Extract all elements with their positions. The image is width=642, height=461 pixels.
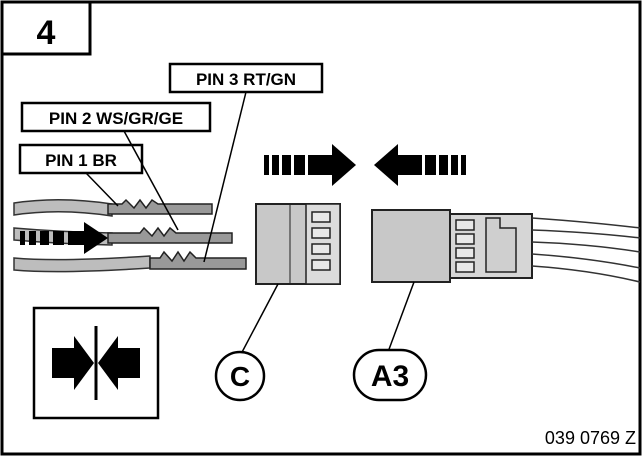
callout-c: C bbox=[214, 350, 266, 402]
callout-a3-text: A3 bbox=[371, 360, 409, 393]
output-wires bbox=[531, 217, 641, 283]
figure-number-box: 4 bbox=[0, 0, 92, 56]
insert-arrow-icon bbox=[20, 222, 108, 254]
leader-pin-3 bbox=[203, 91, 247, 263]
leader-c bbox=[239, 283, 279, 357]
leader-a3 bbox=[387, 281, 415, 353]
leader-pin-2 bbox=[123, 130, 179, 231]
connector-a3 bbox=[371, 209, 533, 283]
terminal-pins bbox=[107, 198, 247, 270]
terminal-pin-3 bbox=[149, 250, 247, 270]
push-right-arrow-icon bbox=[264, 144, 356, 186]
pin-label-3: PIN 3 RT/GN bbox=[168, 62, 324, 94]
pin-label-1-text: PIN 1 BR bbox=[45, 151, 117, 170]
reference-code: 039 0769 Z bbox=[545, 428, 636, 448]
figure-number: 4 bbox=[37, 14, 56, 52]
callout-c-text: C bbox=[230, 361, 250, 392]
pin-label-2: PIN 2 WS/GR/GE bbox=[20, 101, 212, 133]
join-arrows-icon bbox=[52, 326, 140, 400]
pin-label-2-text: PIN 2 WS/GR/GE bbox=[49, 109, 183, 128]
pin-label-3-text: PIN 3 RT/GN bbox=[196, 70, 296, 89]
connector-c bbox=[255, 203, 341, 285]
leader-pin-1 bbox=[85, 172, 119, 207]
push-left-arrow-icon bbox=[374, 144, 466, 186]
callout-a3: A3 bbox=[352, 348, 428, 402]
wire-1 bbox=[13, 199, 113, 217]
join-symbol-box bbox=[32, 306, 160, 420]
pin-label-1: PIN 1 BR bbox=[18, 143, 144, 175]
terminal-pin-2 bbox=[107, 226, 233, 244]
terminal-pin-1 bbox=[107, 198, 213, 215]
